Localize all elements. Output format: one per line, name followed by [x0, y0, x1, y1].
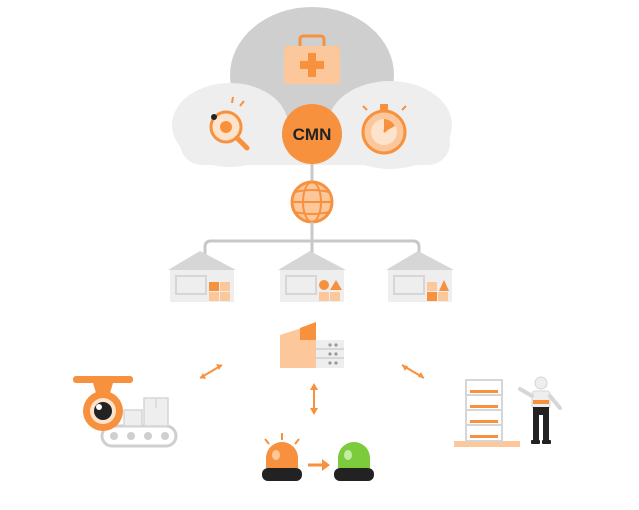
- alarm-arrow: [308, 459, 330, 471]
- person-icon: [518, 376, 562, 444]
- magnifier-icon: [209, 96, 250, 151]
- warehouse-right: [386, 251, 454, 302]
- server-rack-icon: [454, 379, 520, 447]
- camera-conveyor-icon: [73, 376, 178, 448]
- cmn-label: CMN: [293, 125, 332, 144]
- warehouse-connectors: [203, 222, 421, 257]
- alarm-light-green-icon: [334, 442, 374, 481]
- medical-kit-icon: [284, 34, 340, 84]
- arrow-right-link: [401, 364, 425, 379]
- warehouse-left: [168, 251, 236, 302]
- arrow-left-link: [199, 364, 223, 379]
- cmn-hub: CMN: [282, 104, 342, 164]
- globe-icon: [290, 180, 334, 224]
- warehouse-center: [278, 251, 346, 302]
- alarm-light-icon: [262, 433, 302, 481]
- stopwatch-icon: [361, 104, 407, 155]
- arrow-center-link: [310, 383, 318, 415]
- container-server-icon: [280, 322, 344, 368]
